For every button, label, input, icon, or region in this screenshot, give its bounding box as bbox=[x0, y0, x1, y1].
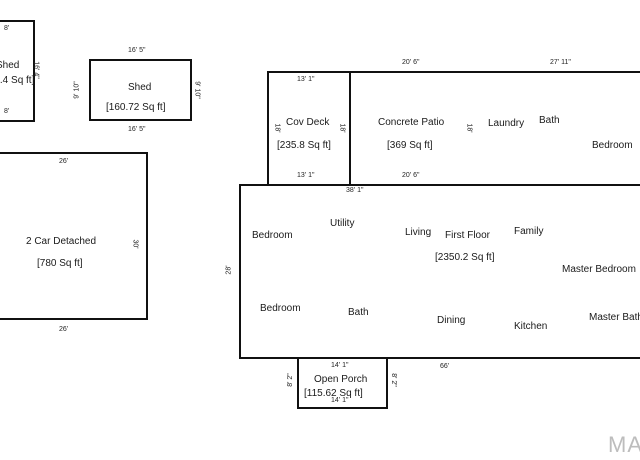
porch-top-dim: 14' 1" bbox=[331, 362, 349, 369]
first-floor-area: [2350.2 Sq ft] bbox=[435, 252, 495, 263]
room-label-bath-upper: Bath bbox=[539, 115, 560, 126]
first-floor-top-left-dim: 38' 1" bbox=[346, 187, 364, 194]
garage-name: 2 Car Detached bbox=[26, 236, 97, 247]
room-label-dining: Dining bbox=[437, 315, 466, 326]
garage-top-dim: 26' bbox=[59, 158, 69, 165]
porch-area: [115.62 Sq ft] bbox=[304, 388, 363, 399]
shed-name: Shed bbox=[128, 82, 152, 93]
cov-deck-outline bbox=[267, 71, 351, 186]
room-label-master-bath: Master Bath bbox=[589, 312, 640, 323]
garage-bottom-dim: 26' bbox=[59, 326, 69, 333]
patio-right-dim: 18' bbox=[465, 123, 473, 133]
watermark: MA bbox=[608, 432, 640, 457]
room-label-kitchen: Kitchen bbox=[514, 321, 548, 332]
shed-left-dim: 9' 10" bbox=[73, 81, 81, 99]
garage-area: [780 Sq ft] bbox=[37, 258, 83, 269]
shed-left-bottom-dim: 8' bbox=[4, 108, 10, 115]
room-label-family: Family bbox=[514, 226, 544, 237]
porch-outline bbox=[297, 357, 388, 409]
first-floor-top-right-dim: 27' 11" bbox=[550, 59, 571, 66]
first-floor-upper-wing bbox=[477, 71, 640, 187]
patio-name: Concrete Patio bbox=[378, 117, 445, 128]
first-floor-main bbox=[239, 184, 640, 359]
cov-deck-area: [235.8 Sq ft] bbox=[277, 140, 331, 151]
cov-deck-right-dim: 18' bbox=[338, 123, 346, 133]
shed-right-dim: 9' 10" bbox=[193, 81, 201, 99]
garage-outline bbox=[0, 152, 148, 320]
patio-top-dim: 20' 6" bbox=[402, 59, 420, 66]
shed-top-dim: 16' 5" bbox=[128, 47, 146, 54]
shed-left-outline bbox=[0, 20, 35, 122]
cov-deck-name: Cov Deck bbox=[286, 117, 330, 128]
first-floor-name: First Floor bbox=[445, 230, 490, 241]
room-label-living: Living bbox=[405, 227, 432, 238]
room-label-bedroom-left-top: Bedroom bbox=[252, 230, 293, 241]
garage-side-dim: 30' bbox=[131, 239, 139, 249]
room-label-bedroom-left-bottom: Bedroom bbox=[260, 303, 301, 314]
first-floor-bottom-dim: 66' bbox=[440, 363, 450, 370]
porch-name: Open Porch bbox=[314, 374, 368, 385]
shed-left-side-dim: 16' 4" bbox=[32, 61, 40, 79]
first-floor-left-dim: 28' bbox=[225, 265, 233, 275]
room-label-laundry: Laundry bbox=[488, 118, 525, 129]
shed-left-name: Shed bbox=[0, 60, 20, 71]
shed-left-top-dim: 8' bbox=[4, 25, 10, 32]
cov-deck-top-dim: 13' 1" bbox=[297, 76, 315, 83]
porch-right-dim: 8' 2" bbox=[389, 373, 397, 387]
porch-left-dim: 8' 2" bbox=[286, 373, 294, 387]
porch-bottom-dim: 14' 1" bbox=[331, 397, 349, 404]
shed-outline bbox=[89, 59, 192, 121]
room-label-utility: Utility bbox=[330, 218, 355, 229]
room-label-bath-lower: Bath bbox=[348, 307, 369, 318]
shed-left-area: [?0.4 Sq ft] bbox=[0, 75, 35, 86]
cov-deck-left-dim: 18' bbox=[273, 123, 281, 133]
patio-bottom-dim: 20' 6" bbox=[402, 172, 420, 179]
shed-bottom-dim: 16' 5" bbox=[128, 126, 146, 133]
room-label-bedroom-upper: Bedroom bbox=[592, 140, 633, 151]
room-label-master-bedroom: Master Bedroom bbox=[562, 264, 636, 275]
cov-deck-bottom-dim: 13' 1" bbox=[297, 172, 315, 179]
patio-area: [369 Sq ft] bbox=[387, 140, 433, 151]
shed-area: [160.72 Sq ft] bbox=[106, 102, 166, 113]
